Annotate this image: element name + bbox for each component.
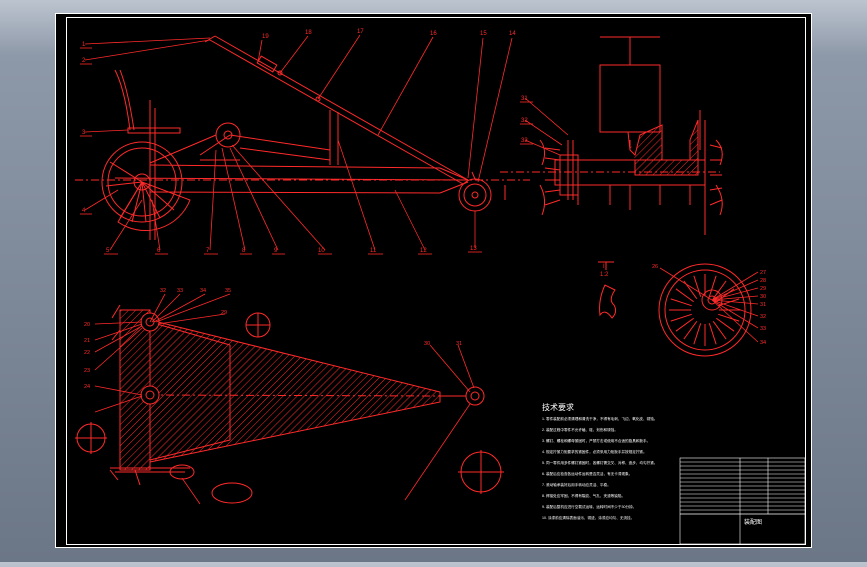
callout-p-27: 22: [84, 350, 90, 356]
tech-req-line: 8. 焊接处应牢固，不得有裂纹、气孔、夹渣等缺陷。: [542, 493, 625, 498]
callout-9: 9: [274, 248, 278, 254]
detail-circles: [75, 312, 504, 504]
inner-frame: [66, 17, 806, 545]
wheel-spoke: [718, 313, 740, 322]
technical-requirements: 技术要求 1. 零件装配前必须清理和清洗干净，不得有毛刺、飞边、氧化皮、锈蚀。 2…: [542, 402, 657, 520]
callout-p-26: 21: [84, 338, 90, 344]
callout-p-28: 23: [84, 368, 90, 374]
side-view-callouts: 1 2 3 4 5 6 7 8 9 10 11 12 13 14 15 16 1…: [82, 29, 516, 254]
callout-w-32: 32: [760, 314, 766, 320]
callout-16: 16: [430, 31, 437, 37]
callout-2: 2: [82, 58, 86, 64]
callout-5: 5: [106, 248, 110, 254]
callout-19: 19: [262, 34, 269, 40]
wheel-spoke: [708, 275, 717, 297]
callout-8: 8: [242, 248, 246, 254]
callout-15: 15: [480, 31, 487, 37]
plan-callouts: 32 33 34 35 29 20 21 22 23 24 30 31: [84, 288, 462, 390]
section-view: [500, 36, 723, 235]
tech-req-line: 1. 零件装配前必须清理和清洗干净，不得有毛刺、飞边、氧化皮、锈蚀。: [542, 416, 657, 421]
callout-12: 12: [420, 248, 427, 254]
callout-w-31: 31: [760, 302, 766, 308]
callout-w-28: 28: [760, 278, 766, 284]
wheel-spoke: [675, 288, 694, 303]
callout-10: 10: [318, 248, 325, 254]
wheel-spoke: [718, 298, 740, 307]
callout-31: 31: [521, 96, 528, 102]
detail-scale: 1:2: [600, 272, 609, 278]
callout-w-30: 30: [760, 294, 766, 300]
title-block: [679, 457, 806, 545]
sheet-background: [55, 13, 812, 548]
wheel-spoke: [716, 317, 735, 332]
callout-33: 33: [521, 138, 528, 144]
callout-11: 11: [370, 248, 377, 254]
callout-p-20: 32: [160, 288, 166, 294]
plan-view: [109, 304, 485, 486]
callout-w-33: 33: [760, 326, 766, 332]
wheel-spoke: [670, 298, 692, 307]
callout-4: 4: [82, 208, 86, 214]
plan-leaders: [94, 293, 475, 505]
title-block-name: 装配图: [744, 518, 762, 526]
wheel-spoke: [693, 275, 702, 297]
callout-3: 3: [82, 130, 86, 136]
leaders-side-view: [80, 34, 513, 255]
tech-req-line: 4. 规定拧紧力矩要求的紧固件，必须采用力矩扳手并按规定拧紧。: [542, 449, 647, 454]
callout-w-27: 27: [760, 270, 766, 276]
detail-marker: I: [603, 264, 605, 270]
detail-view: [598, 261, 617, 319]
wheel-spoke: [683, 321, 698, 340]
callout-p-21: 33: [177, 288, 183, 294]
tech-req-line: 10. 涂漆前应清除表面油污、锈迹，涂漆应均匀、无流挂。: [542, 515, 634, 520]
callout-p-29: 24: [84, 384, 90, 390]
callout-w-26: 26: [652, 264, 658, 270]
tech-req-line: 5. 同一零件用多件螺钉紧固时，各螺钉需交叉、对称、逐步、均匀拧紧。: [542, 460, 657, 465]
wheel-view: [658, 263, 752, 357]
wheel-spoke: [708, 323, 717, 345]
wheel-spoke: [670, 313, 692, 322]
callout-7: 7: [206, 248, 210, 254]
callout-p-31: 31: [456, 341, 462, 347]
callout-w-29: 29: [760, 286, 766, 292]
side-view: [75, 35, 530, 240]
tech-req-line: 6. 装配后应检查各运动件运转是否灵活，有无卡滞现象。: [542, 471, 632, 476]
callout-6: 6: [157, 248, 161, 254]
callout-p-30: 30: [424, 341, 430, 347]
callout-32: 32: [521, 118, 528, 124]
detail-view-labels: I 1:2: [600, 264, 609, 278]
callout-17: 17: [357, 29, 364, 35]
section-callouts: 31 32 33: [521, 96, 528, 144]
section-view-leaders: [520, 97, 569, 156]
tech-req-line: 7. 滚动轴承装好后用手转动应灵活、平稳。: [542, 482, 611, 487]
callout-p-24: 29: [221, 310, 227, 316]
wheel-leaders: [659, 267, 759, 343]
wheel-spoke: [712, 280, 727, 299]
callout-p-22: 34: [200, 288, 206, 294]
tech-req-line: 9. 装配后整机应进行空载试运转，运转时间不少于30分钟。: [542, 504, 636, 509]
tech-req-line: 2. 装配过程中零件不允许磕、碰、划伤和锈蚀。: [542, 427, 618, 432]
wheel-spoke: [712, 321, 727, 340]
callout-18: 18: [305, 30, 312, 36]
outer-frame: [55, 13, 812, 548]
callout-14: 14: [509, 31, 516, 37]
callout-p-23: 35: [225, 288, 231, 294]
wheel-spoke: [693, 323, 702, 345]
tech-req-line: 3. 螺钉、螺栓和螺母紧固时，严禁打击或使用不合适的旋具和扳手。: [542, 438, 650, 443]
wheel-spoke: [675, 317, 694, 332]
callout-13: 13: [470, 246, 477, 252]
callout-1: 1: [82, 42, 86, 48]
callout-w-34: 34: [760, 340, 766, 346]
tech-req-title: 技术要求: [542, 402, 574, 412]
wheel-callouts: 26 27 28 29 30 31 32 33 34: [652, 264, 766, 346]
callout-p-25: 20: [84, 322, 90, 328]
